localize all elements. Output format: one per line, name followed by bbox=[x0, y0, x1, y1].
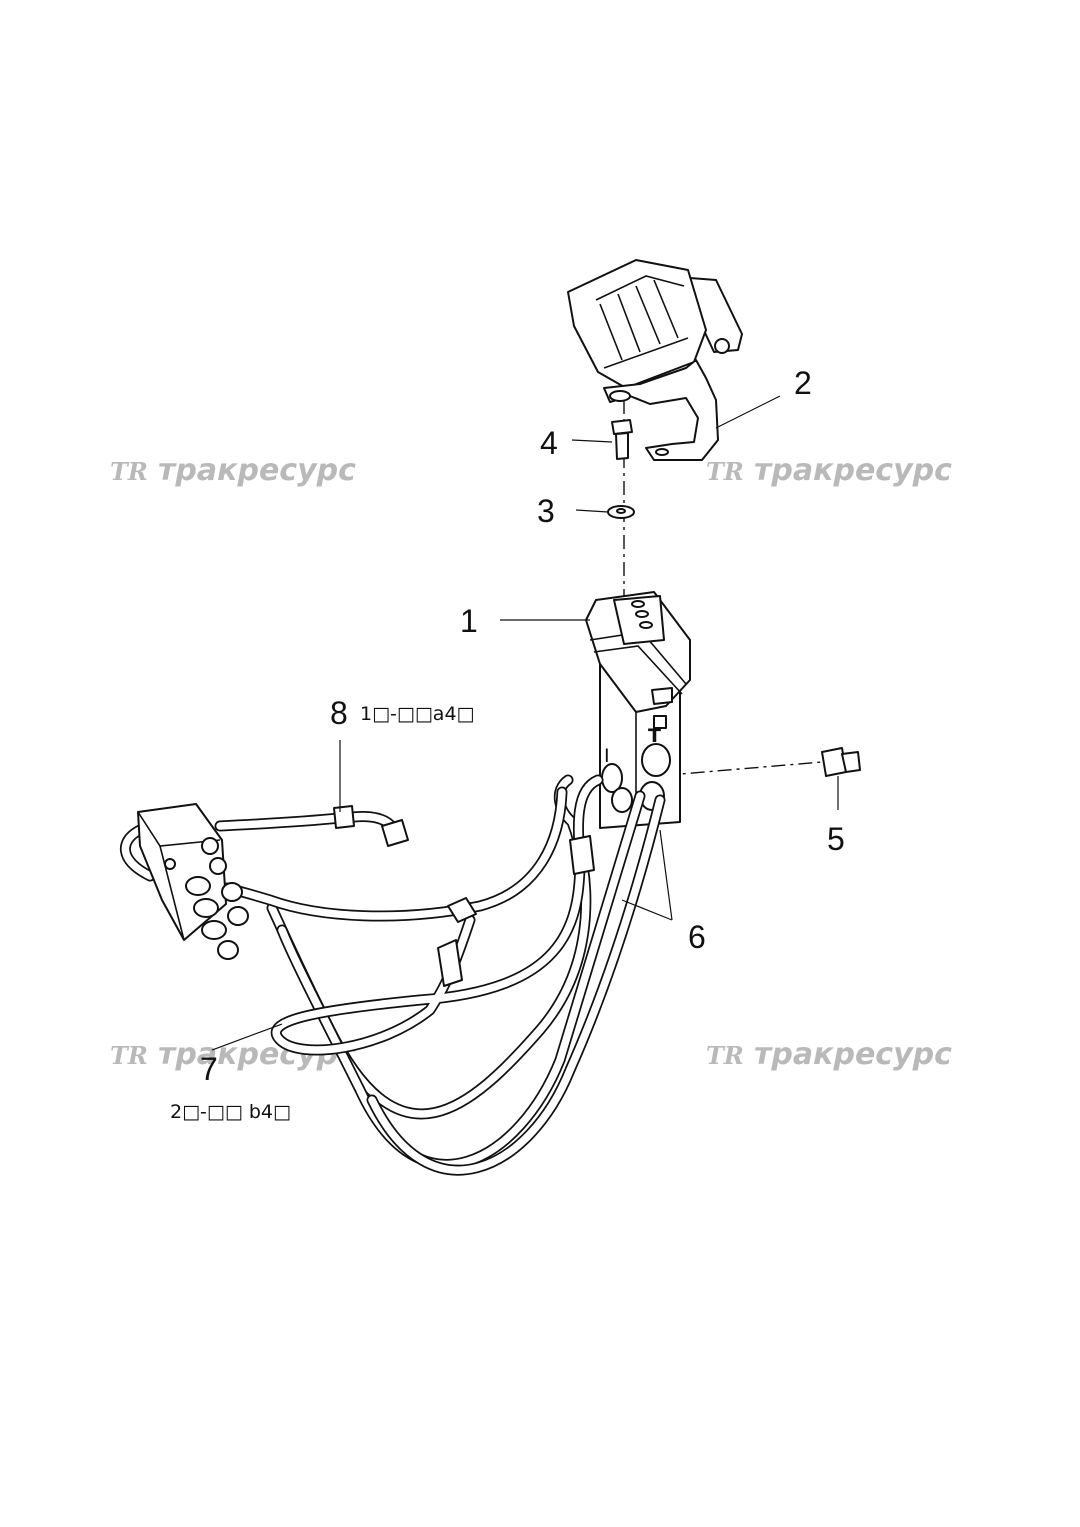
callout-8: 8 bbox=[330, 695, 348, 731]
callout-1: 1 bbox=[460, 603, 478, 639]
hose-8-note: 1□-□□a4□ bbox=[360, 703, 474, 725]
leader-6b bbox=[659, 829, 673, 921]
watermark-top-right: TR тракресурс bbox=[706, 453, 952, 488]
svg-text:TR: TR bbox=[110, 1041, 148, 1070]
callout-5: 5 bbox=[827, 821, 845, 857]
callout-7: 7 bbox=[200, 1051, 218, 1087]
callout-6: 6 bbox=[688, 919, 706, 955]
port-label-t: T bbox=[648, 725, 661, 747]
svg-text:TR: TR bbox=[706, 1041, 744, 1070]
watermark-bottom-right: TR тракресурс bbox=[706, 1037, 952, 1072]
svg-text:тракресурс: тракресурс bbox=[158, 453, 356, 488]
bolt-part bbox=[611, 419, 633, 460]
callout-2: 2 bbox=[794, 365, 812, 401]
leader-2 bbox=[715, 395, 781, 429]
watermark-top-left: TR тракресурс bbox=[110, 453, 356, 488]
svg-text:тракресурс: тракресурс bbox=[754, 453, 952, 488]
valve-part: T I bbox=[585, 591, 691, 829]
plug-part bbox=[821, 747, 861, 777]
pedal-part bbox=[567, 259, 743, 461]
leader-4 bbox=[571, 439, 613, 443]
manifold-part bbox=[137, 803, 249, 960]
leader-3 bbox=[575, 509, 609, 513]
callout-3: 3 bbox=[537, 493, 555, 529]
svg-text:тракресурс: тракресурс bbox=[754, 1037, 952, 1072]
hose-7-note: 2□-□□ b4□ bbox=[170, 1101, 291, 1123]
leader-7 bbox=[211, 1023, 283, 1051]
svg-text:TR: TR bbox=[706, 457, 744, 486]
port-label-i: I bbox=[604, 745, 610, 767]
washer-part bbox=[607, 505, 635, 519]
callout-4: 4 bbox=[540, 425, 558, 461]
hoses bbox=[119, 774, 666, 1176]
svg-text:TR: TR bbox=[110, 457, 148, 486]
leader-6a bbox=[621, 899, 673, 921]
